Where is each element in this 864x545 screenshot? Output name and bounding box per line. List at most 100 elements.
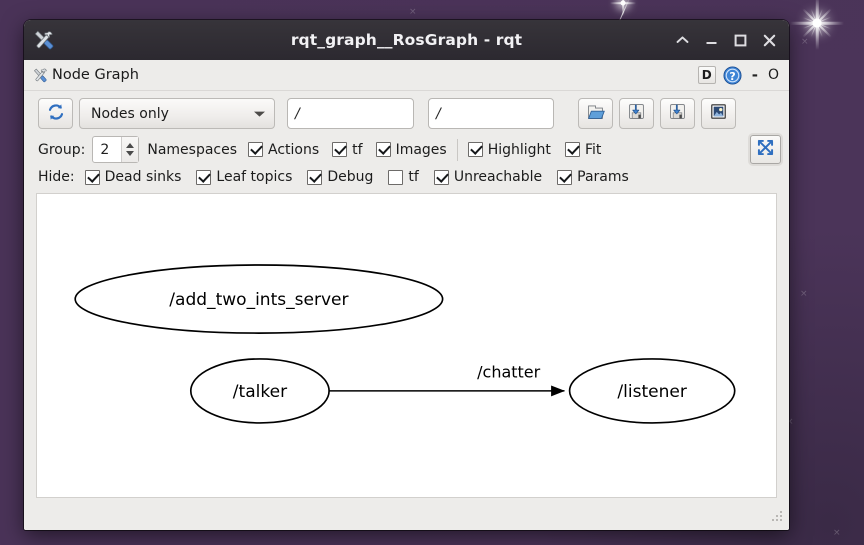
checkbox-leaf-topics[interactable]: Leaf topics: [196, 169, 292, 185]
fit-to-view-button[interactable]: [750, 135, 781, 164]
maximize-button[interactable]: [733, 33, 748, 48]
sparkle-top-right: [790, 0, 844, 50]
svg-text:?: ?: [729, 69, 735, 82]
checkbox-images[interactable]: Images: [375, 141, 447, 158]
node-filter-value: /: [436, 105, 441, 122]
checkbox-highlight-box[interactable]: [467, 142, 483, 157]
group-spin-buttons[interactable]: [121, 137, 139, 162]
graph-nodes: /add_two_ints_server /talker /listener: [74, 264, 736, 424]
decor-x-5: ×: [833, 528, 841, 538]
refresh-icon: [46, 102, 66, 126]
checkbox-dead-sinks-label: Dead sinks: [104, 169, 182, 185]
checkbox-hide-tf-label: tf: [408, 169, 419, 185]
checkbox-params[interactable]: Params: [557, 169, 629, 185]
checkbox-tf[interactable]: tf: [332, 141, 363, 158]
checkbox-params-label: Params: [577, 169, 629, 185]
decor-x-1: ×: [409, 7, 417, 17]
decor-x-4: ×: [786, 417, 794, 427]
checkbox-debug-box[interactable]: [307, 169, 323, 185]
graph-node-label-add-two-ints-server: /add_two_ints_server: [169, 290, 348, 310]
chevron-down-icon: [253, 106, 266, 122]
image-icon: [709, 102, 728, 125]
plugin-title: Node Graph: [52, 67, 139, 83]
open-dot-button[interactable]: [578, 98, 613, 129]
edge-label-chatter: /chatter: [477, 362, 540, 381]
shade-button[interactable]: [675, 33, 690, 48]
graph-node-add-two-ints-server[interactable]: /add_two_ints_server: [74, 264, 444, 334]
checkbox-hide-tf[interactable]: tf: [388, 169, 419, 185]
tools-icon: [31, 66, 50, 85]
checkbox-actions-label: Actions: [268, 141, 320, 158]
refresh-button[interactable]: [38, 98, 73, 129]
checkbox-fit[interactable]: Fit: [564, 141, 602, 158]
checkbox-dead-sinks-box[interactable]: [84, 169, 100, 185]
checkbox-leaf-topics-label: Leaf topics: [216, 169, 293, 185]
folder-open-icon: [586, 102, 605, 125]
checkbox-debug-label: Debug: [327, 169, 374, 185]
close-button[interactable]: [762, 33, 777, 48]
hide-options-row: Hide: Dead sinks Leaf topics Debug tf Un…: [24, 166, 789, 191]
group-spinbox[interactable]: 2: [92, 136, 140, 163]
graph-options-row: Group: 2 Namespaces Actions tf Images Hi…: [24, 133, 789, 166]
graph-toolbar: Nodes only / /: [24, 91, 789, 133]
sparkle-top-center: [610, 0, 636, 29]
group-value: 2: [100, 141, 110, 158]
spin-up-icon[interactable]: [126, 143, 135, 148]
topic-filter-value: /: [295, 105, 300, 122]
checkbox-dead-sinks[interactable]: Dead sinks: [84, 169, 182, 185]
decor-x-3: ×: [800, 289, 808, 299]
statusbar: [24, 510, 789, 530]
decor-x-2: ×: [801, 37, 809, 47]
toolbar-icon-group: [578, 98, 736, 129]
save-svg-button[interactable]: [660, 98, 695, 129]
save-dot-icon: [627, 102, 646, 125]
checkbox-highlight-label: Highlight: [487, 141, 551, 158]
graph-node-listener[interactable]: /listener: [568, 358, 736, 424]
checkbox-tf-box[interactable]: [332, 142, 348, 157]
dock-button[interactable]: D: [697, 66, 716, 84]
graph-edges: /chatter: [329, 362, 566, 397]
minimize-button[interactable]: [704, 33, 719, 48]
save-svg-icon: [668, 102, 687, 125]
group-label: Group:: [38, 141, 86, 158]
graph-node-label-listener: /listener: [617, 382, 686, 402]
window-titlebar[interactable]: rqt_graph__RosGraph - rqt: [24, 20, 789, 60]
plugin-header: Node Graph D ? - O: [24, 60, 789, 91]
checkbox-params-box[interactable]: [557, 169, 573, 185]
resize-grip-icon[interactable]: [770, 508, 784, 527]
fit-to-view-icon: [756, 138, 775, 161]
graph-node-talker[interactable]: /talker: [189, 358, 330, 424]
node-filter-input[interactable]: /: [428, 98, 554, 129]
rqt-main-window: rqt_graph__RosGraph - rqt: [24, 20, 789, 530]
checkbox-unreachable[interactable]: Unreachable: [433, 169, 543, 185]
checkbox-namespaces-label: Namespaces: [147, 141, 238, 158]
tools-icon: [30, 26, 58, 54]
graph-type-value: Nodes only: [91, 105, 169, 122]
checkbox-unreachable-label: Unreachable: [453, 169, 543, 185]
plugin-close-button[interactable]: O: [767, 67, 779, 83]
checkbox-hide-tf-box[interactable]: [388, 169, 404, 185]
graph-node-label-talker: /talker: [233, 382, 287, 402]
checkbox-highlight[interactable]: Highlight: [467, 141, 551, 158]
checkbox-images-label: Images: [395, 141, 447, 158]
checkbox-leaf-topics-box[interactable]: [196, 169, 212, 185]
checkbox-fit-box[interactable]: [564, 142, 580, 157]
checkbox-images-box[interactable]: [375, 142, 391, 157]
checkbox-debug[interactable]: Debug: [307, 169, 373, 185]
hide-label: Hide:: [38, 169, 75, 185]
save-dot-button[interactable]: [619, 98, 654, 129]
graph-type-combobox[interactable]: Nodes only: [79, 98, 275, 129]
checkbox-actions-box[interactable]: [248, 142, 264, 157]
save-image-button[interactable]: [701, 98, 736, 129]
ros-graph-svg[interactable]: /chatter /add_two_ints_server /talker /l…: [37, 194, 776, 497]
plugin-minimize-button[interactable]: -: [751, 65, 758, 84]
help-circle-icon[interactable]: ?: [723, 65, 742, 85]
ros-graph-canvas[interactable]: /chatter /add_two_ints_server /talker /l…: [36, 193, 777, 498]
checkbox-actions[interactable]: Actions: [248, 142, 319, 158]
checkbox-fit-label: Fit: [584, 141, 602, 158]
topic-filter-input[interactable]: /: [287, 98, 414, 129]
spin-down-icon[interactable]: [126, 151, 135, 156]
checkbox-namespaces[interactable]: Namespaces: [147, 142, 237, 158]
checkbox-unreachable-box[interactable]: [433, 169, 449, 185]
checkbox-tf-label: tf: [352, 141, 363, 158]
